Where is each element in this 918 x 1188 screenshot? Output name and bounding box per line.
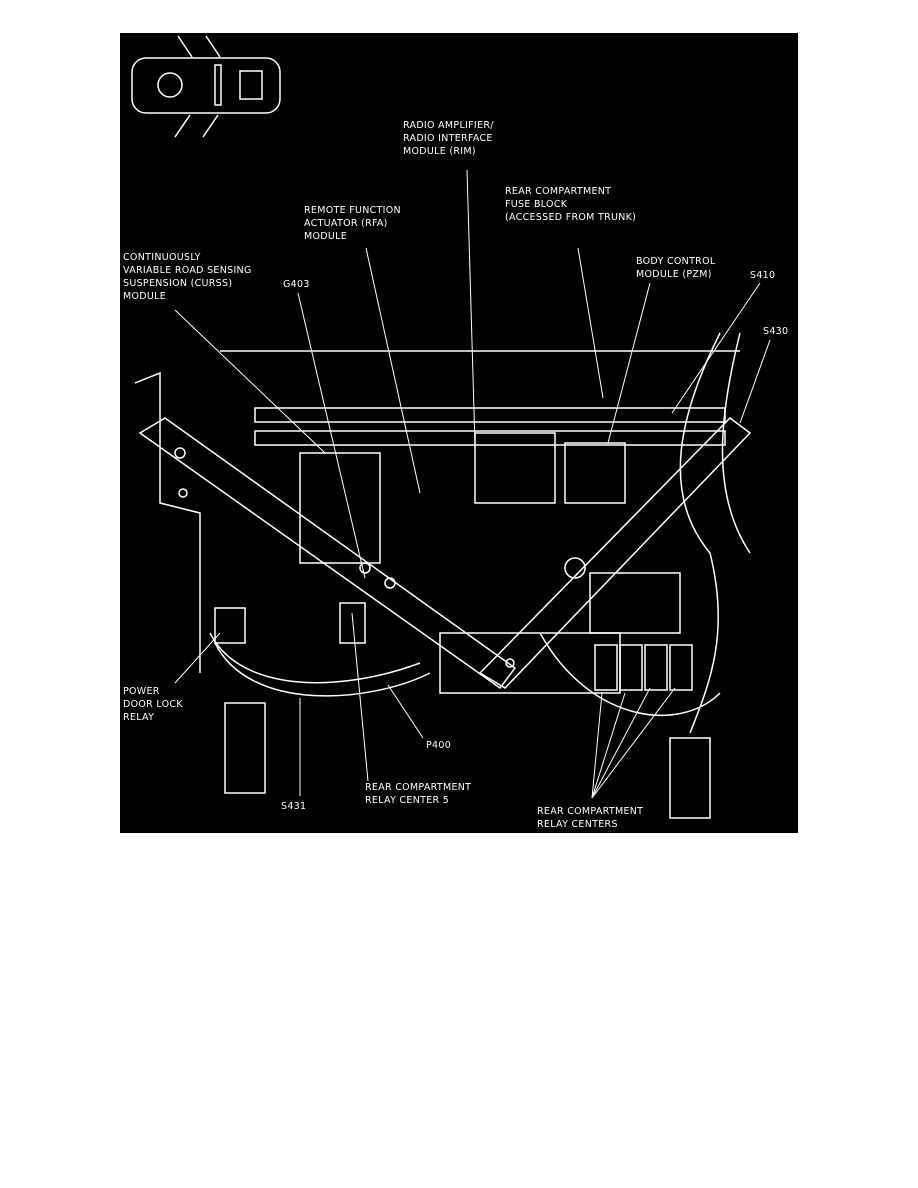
label-line: POWER (123, 686, 160, 697)
label-line: MODULE (PZM) (636, 269, 712, 280)
label-s431: S431 (281, 801, 307, 812)
label-relay-center-5: REAR COMPARTMENT RELAY CENTER 5 (365, 781, 471, 807)
label-line: REMOTE FUNCTION (304, 205, 401, 216)
radio-module-shape (474, 432, 556, 504)
label-line: ACTUATOR (RFA) (304, 218, 388, 229)
label-rfa-module: REMOTE FUNCTION ACTUATOR (RFA) MODULE (304, 204, 401, 243)
label-line: RADIO AMPLIFIER/ (403, 120, 494, 131)
label-relay-centers: REAR COMPARTMENT RELAY CENTERS (537, 805, 643, 831)
component-location-drawing (131, 35, 771, 819)
label-line: MODULE (RIM) (403, 146, 476, 157)
label-line: VARIABLE ROAD SENSING (123, 265, 252, 276)
label-cvrss-module: CONTINUOUSLY VARIABLE ROAD SENSING SUSPE… (123, 251, 252, 303)
label-g403: G403 (283, 279, 310, 290)
label-line: BODY CONTROL (636, 256, 716, 267)
label-line: RADIO INTERFACE (403, 133, 493, 144)
vehicle-locator-icon (131, 35, 281, 138)
label-line: (ACCESSED FROM TRUNK) (505, 212, 637, 223)
label-s410: S410 (750, 270, 776, 281)
label-line: MODULE (304, 231, 348, 242)
label-line: REAR COMPARTMENT (537, 806, 644, 817)
label-s430: S430 (763, 326, 789, 337)
label-power-door-lock-relay: POWER DOOR LOCK RELAY (123, 685, 183, 724)
label-radio-amplifier: RADIO AMPLIFIER/ RADIO INTERFACE MODULE … (403, 119, 494, 158)
label-body-control-module: BODY CONTROL MODULE (PZM) (636, 255, 715, 281)
diagram-panel: RADIO AMPLIFIER/ RADIO INTERFACE MODULE … (120, 33, 798, 833)
label-line: FUSE BLOCK (505, 199, 568, 210)
label-rear-fuse-block: REAR COMPARTMENT FUSE BLOCK (ACCESSED FR… (505, 185, 636, 224)
label-line: RELAY CENTERS (537, 819, 618, 830)
label-line: CONTINUOUSLY (123, 252, 201, 263)
label-line: RELAY CENTER 5 (365, 795, 450, 806)
leader-lines (174, 169, 771, 799)
rear-compartment-structure (134, 332, 752, 819)
label-line: REAR COMPARTMENT (365, 782, 472, 793)
label-p400: P400 (426, 740, 452, 751)
label-line: SUSPENSION (CURSS) (123, 278, 233, 289)
left-cross-rail (138, 417, 517, 690)
label-line: MODULE (123, 291, 167, 302)
label-line: REAR COMPARTMENT (505, 186, 612, 197)
label-line: DOOR LOCK (123, 699, 183, 710)
label-line: RELAY (123, 712, 155, 723)
right-cross-rail (478, 417, 752, 689)
